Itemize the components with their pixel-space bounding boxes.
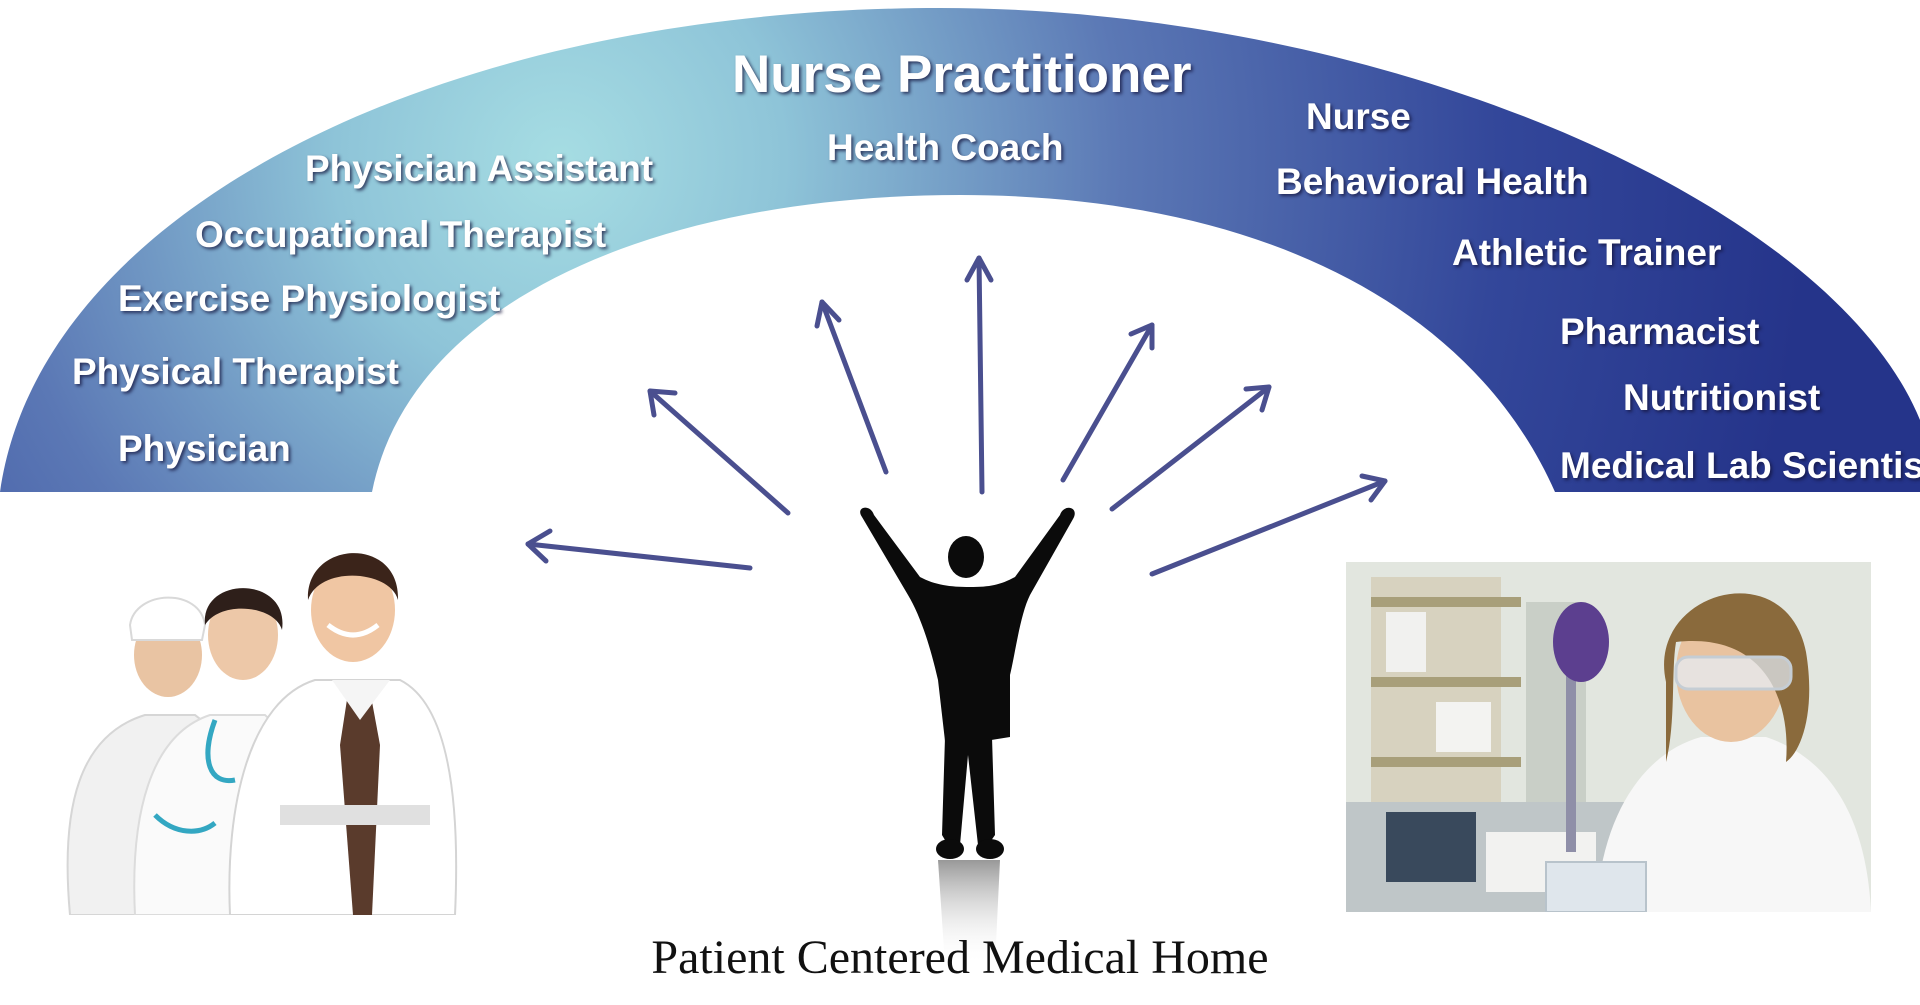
center-label: Nurse Practitioner xyxy=(732,45,1192,104)
role-label: Exercise Physiologist xyxy=(118,278,501,319)
role-label: Medical Lab Scientis xyxy=(1560,445,1920,486)
arrow-up xyxy=(964,255,994,495)
arrow-up-left xyxy=(814,299,889,475)
arrow-right-mid xyxy=(1109,384,1272,512)
role-label: Physician Assistant xyxy=(305,148,654,189)
role-label: Nutritionist xyxy=(1623,377,1821,418)
lab-scientist-photo xyxy=(1346,562,1871,912)
patient-silhouette xyxy=(860,507,1075,965)
medical-team-photo xyxy=(66,553,458,915)
arrow-up-right xyxy=(1060,322,1155,483)
role-label: Behavioral Health xyxy=(1276,161,1589,202)
role-label: Nurse xyxy=(1306,96,1411,137)
diagram-caption: Patient Centered Medical Home xyxy=(651,931,1269,984)
role-label: Athletic Trainer xyxy=(1452,232,1722,273)
role-label: Occupational Therapist xyxy=(195,214,607,255)
arrow-left-low xyxy=(525,528,753,571)
role-label: Pharmacist xyxy=(1560,311,1760,352)
arrow-left-mid xyxy=(647,388,791,516)
role-label: Physician xyxy=(118,428,291,469)
role-label: Health Coach xyxy=(827,127,1064,168)
arrow-right-low xyxy=(1149,473,1388,577)
role-label: Physical Therapist xyxy=(72,351,399,392)
